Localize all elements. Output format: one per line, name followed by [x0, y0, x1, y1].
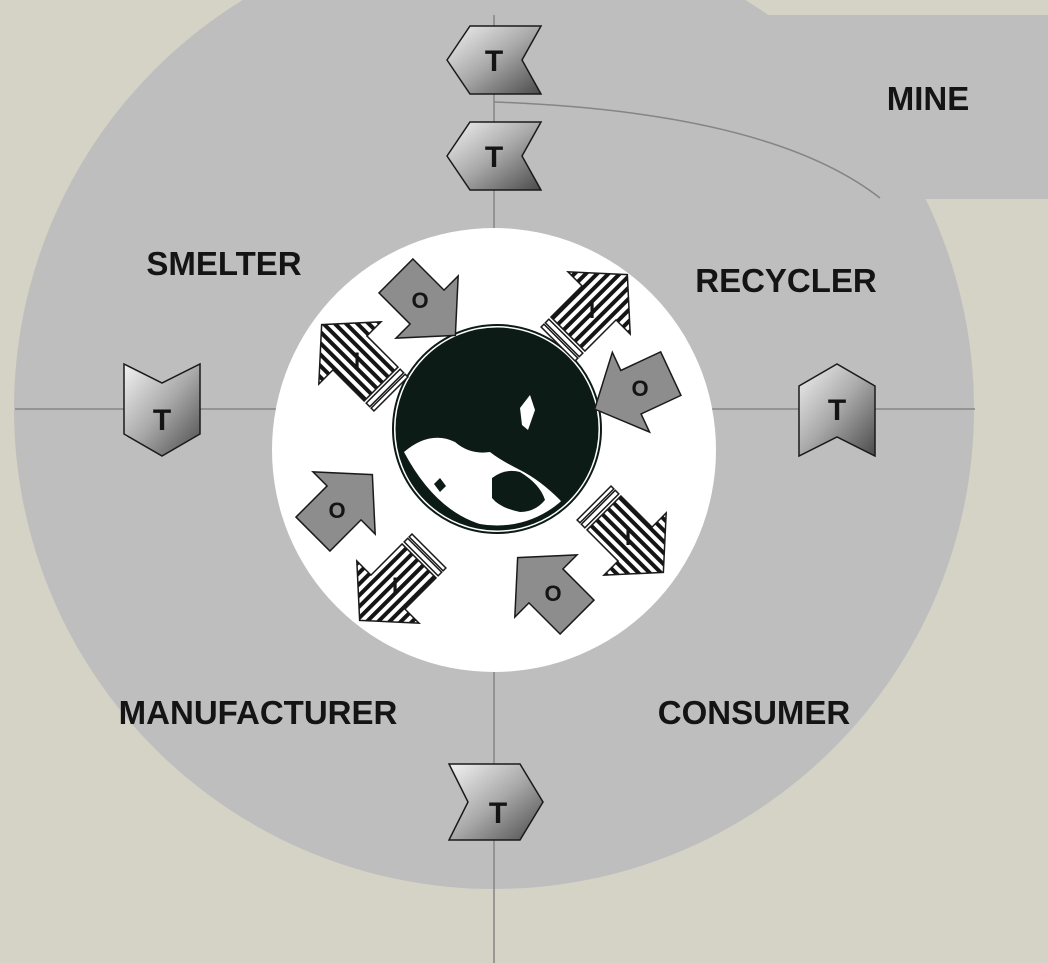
transport-label: T [828, 394, 846, 427]
region-label-recycler: RECYCLER [695, 262, 877, 299]
input-label: I [354, 348, 360, 373]
output-arrow-recycler: O [575, 333, 691, 450]
input-arrow-smelter: I [289, 292, 423, 426]
transport-chevron-mine-top: T [446, 25, 543, 95]
input-label: I [392, 573, 398, 598]
input-arrow-manufacturer: I [327, 519, 461, 653]
output-label: O [544, 581, 561, 606]
transport-chevron-manufacturer: T [447, 763, 544, 841]
output-arrow-consumer: O [485, 525, 609, 649]
output-label: O [631, 376, 648, 401]
globe-icon [392, 324, 602, 543]
input-arrow-consumer: I [562, 471, 696, 605]
input-arrow-recycler: I [526, 242, 660, 376]
transport-label: T [485, 141, 503, 174]
output-arrow-manufacturer: O [281, 442, 405, 566]
output-label: O [328, 498, 345, 523]
region-label-consumer: CONSUMER [658, 694, 851, 731]
input-label: I [589, 298, 595, 323]
transport-chevron-mine-bottom: T [446, 121, 543, 191]
transport-chevron-smelter: T [123, 362, 201, 457]
region-label-mine: MINE [887, 80, 970, 117]
region-label-smelter: SMELTER [146, 245, 301, 282]
transport-label: T [485, 45, 503, 78]
region-label-manufacturer: MANUFACTURER [119, 694, 398, 731]
output-arrow-smelter: O [364, 244, 488, 368]
transport-label: T [153, 404, 171, 437]
transport-chevron-recycler: T [798, 363, 876, 458]
input-label: I [625, 525, 631, 550]
transport-label: T [489, 797, 507, 830]
output-label: O [411, 288, 428, 313]
